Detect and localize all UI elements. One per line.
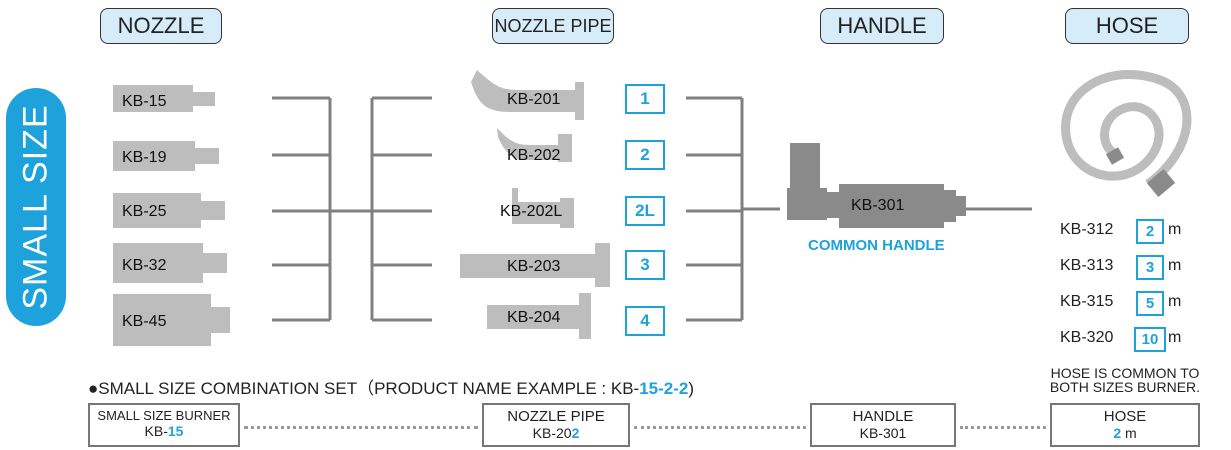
- hose-unit: m: [1168, 293, 1182, 310]
- combination-title-highlight: 15-2-2: [639, 379, 689, 398]
- combo-box-burner: SMALL SIZE BURNER KB-15: [88, 403, 240, 447]
- pipe-label-kb203: KB-203: [507, 258, 561, 275]
- handle-model-label: KB-301: [851, 197, 905, 214]
- hose-unit: m: [1168, 257, 1182, 274]
- hose-length-2: 2: [1136, 219, 1164, 244]
- hose-coupler-small: [1105, 147, 1125, 165]
- hose-coupler-end: [1146, 169, 1176, 197]
- pipe-code-1: 1: [625, 84, 665, 114]
- combo-hose-label: HOSE: [1103, 408, 1147, 425]
- combo-dots-2: [634, 426, 806, 429]
- combo-box-handle: HANDLE KB-301: [810, 403, 956, 447]
- header-handle: HANDLE: [820, 8, 944, 44]
- pipe-code-2: 2: [625, 140, 665, 170]
- nozzle-label-kb32: KB-32: [122, 257, 167, 274]
- combo-dots-3: [960, 426, 1046, 429]
- combo-hose-unit: m: [1125, 425, 1137, 441]
- pipe-kb202-shape: [497, 128, 572, 162]
- combo-burner-label: SMALL SIZE BURNER: [97, 408, 231, 423]
- combo-pipe-code-prefix: KB-20: [532, 425, 572, 441]
- combination-title-suffix: ): [688, 379, 695, 398]
- hose-unit: m: [1168, 221, 1182, 238]
- nozzle-label-kb45: KB-45: [122, 313, 167, 330]
- combo-dots-1: [244, 426, 478, 429]
- pipe-label-kb204: KB-204: [507, 309, 561, 326]
- hose-coil-shape: [1061, 70, 1192, 188]
- hose-model-kb312: KB-312: [1060, 221, 1114, 238]
- side-label-badge: SMALL SIZE: [6, 88, 66, 326]
- hose-note: HOSE IS COMMON TO BOTH SIZES BURNER.: [1024, 366, 1226, 394]
- pipe-kb202l-shape: [512, 188, 574, 228]
- nozzle-kb45-shape: [113, 294, 230, 346]
- nozzle-kb25-shape: [113, 193, 225, 228]
- hose-note-line1: HOSE IS COMMON TO: [1050, 365, 1200, 381]
- header-nozzle-pipe: NOZZLE PIPE: [492, 8, 614, 44]
- hose-length-10: 10: [1134, 327, 1166, 352]
- nozzle-kb32-shape: [113, 243, 227, 283]
- hose-model-kb320: KB-320: [1060, 329, 1114, 346]
- nozzle-kb19-shape: [113, 141, 219, 171]
- hose-note-line2: BOTH SIZES BURNER.: [1049, 379, 1201, 395]
- pipe-code-3: 3: [625, 250, 665, 280]
- combo-box-hose: HOSE 2 m: [1050, 403, 1200, 447]
- handle-caption: COMMON HANDLE: [808, 237, 945, 254]
- combo-hose-length: 2: [1113, 425, 1122, 441]
- combo-pipe-label: NOZZLE PIPE: [507, 408, 605, 425]
- combination-title: ●SMALL SIZE COMBINATION SET（PRODUCT NAME…: [88, 374, 694, 399]
- pipe-code-4: 4: [625, 306, 665, 336]
- nozzle-label-kb19: KB-19: [122, 149, 167, 166]
- pipe-kb203-shape: [460, 243, 610, 287]
- header-nozzle: NOZZLE: [100, 8, 222, 44]
- header-hose: HOSE: [1065, 8, 1189, 44]
- combo-pipe-code-highlight: 2: [571, 425, 580, 441]
- hose-model-kb313: KB-313: [1060, 257, 1114, 274]
- pipe-kb201-shape: [471, 70, 584, 120]
- pipe-label-kb202: KB-202: [507, 147, 561, 164]
- pipe-kb204-shape: [487, 293, 591, 339]
- combo-handle-code: KB-301: [859, 425, 907, 441]
- combination-title-prefix: ●SMALL SIZE COMBINATION SET（PRODUCT NAME…: [88, 379, 640, 398]
- combo-handle-label: HANDLE: [852, 408, 914, 425]
- pipe-label-kb202l: KB-202L: [500, 203, 563, 220]
- nozzle-label-kb15: KB-15: [122, 93, 167, 110]
- pipe-label-kb201: KB-201: [507, 91, 561, 108]
- combo-burner-code-highlight: 15: [167, 423, 184, 439]
- handle-kb301-shape: [787, 143, 966, 228]
- hose-model-kb315: KB-315: [1060, 293, 1114, 310]
- combo-box-pipe: NOZZLE PIPE KB-202: [482, 403, 630, 447]
- hose-length-3: 3: [1136, 255, 1164, 280]
- nozzle-kb15-shape: [113, 85, 215, 112]
- hose-length-5: 5: [1136, 291, 1164, 316]
- hose-unit: m: [1168, 329, 1182, 346]
- nozzle-label-kb25: KB-25: [122, 203, 167, 220]
- combo-burner-code-prefix: KB-: [144, 423, 168, 439]
- pipe-code-2l: 2L: [625, 196, 665, 226]
